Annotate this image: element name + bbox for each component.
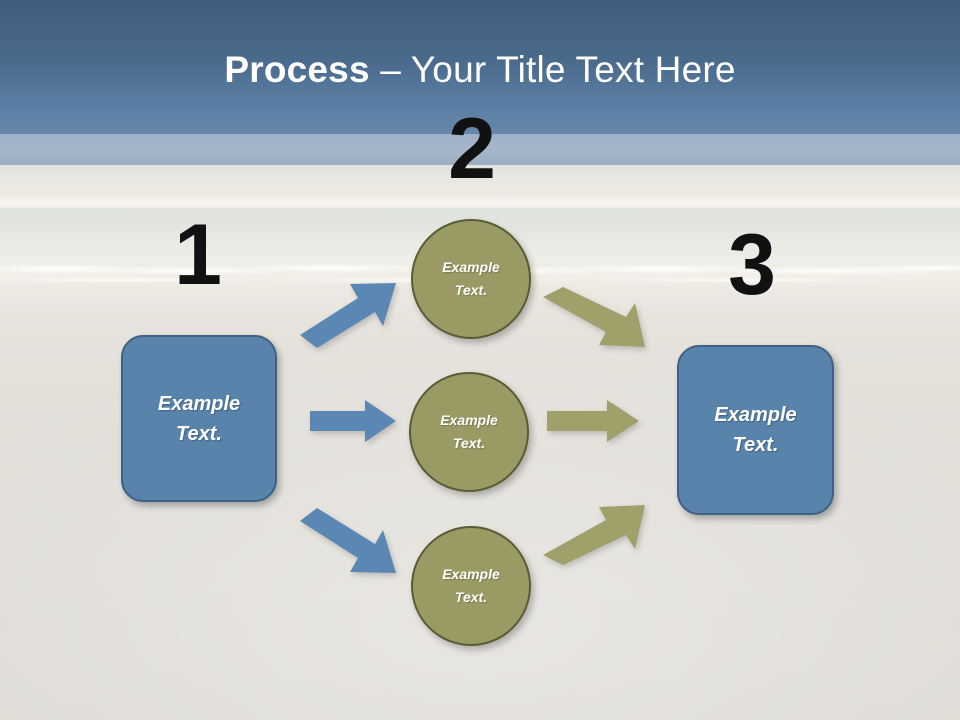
header-accent-stripe [0,134,960,165]
stage-one-box[interactable]: Example Text. [121,335,277,502]
step-number-3: 3 [728,217,776,313]
step-number-2: 2 [448,101,496,197]
page-title-rest: – Your Title Text Here [369,49,736,90]
stage-two-circle-3-label: Example Text. [442,566,500,605]
stage-two-circle-2[interactable]: Example Text. [409,372,529,492]
header-band [0,0,960,134]
stage-two-circle-1-label: Example Text. [442,259,500,298]
stage-two-circle-2-label: Example Text. [440,412,498,451]
stage-three-box-label: Example Text. [714,404,797,456]
page-title-strong: Process [224,49,370,90]
background-horizon-line [0,196,960,210]
step-number-1: 1 [174,207,222,303]
stage-two-circle-1[interactable]: Example Text. [411,219,531,339]
stage-one-box-label: Example Text. [157,392,241,445]
page-title: Process – Your Title Text Here [0,48,960,92]
stage-three-box[interactable]: Example Text. [677,345,834,515]
stage-two-circle-3[interactable]: Example Text. [411,526,531,646]
